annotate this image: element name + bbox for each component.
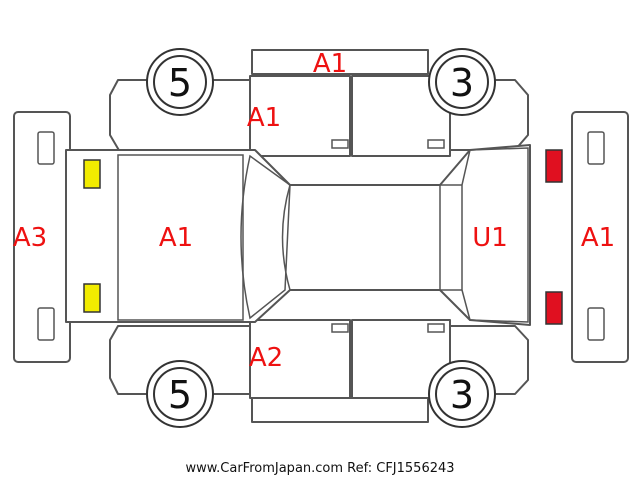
tire-rear-right-rating: 3 xyxy=(450,373,474,417)
damage-code-front-bumper: A3 xyxy=(13,223,47,253)
damage-code-left-rear-door: A2 xyxy=(249,343,283,373)
tire-front-left: 5 xyxy=(146,48,214,116)
taillight-top-icon xyxy=(545,149,563,183)
car-top-view xyxy=(65,144,531,326)
taillight-bottom-icon xyxy=(545,291,563,325)
damage-code-hood: A1 xyxy=(159,223,193,253)
tire-front-left-rating: 5 xyxy=(168,61,192,105)
roof-strip-top xyxy=(251,49,429,75)
damage-code-roof-top: A1 xyxy=(313,49,347,79)
damage-code-rear-bumper: A1 xyxy=(581,223,615,253)
damage-code-rear-window: U1 xyxy=(472,223,508,253)
windshield xyxy=(240,154,291,320)
footer-source: www.CarFromJapan.com Ref: CFJ1556243 xyxy=(185,461,454,476)
tire-front-right-rating: 5 xyxy=(168,373,192,417)
tire-rear-left-rating: 3 xyxy=(450,61,474,105)
tire-front-right: 5 xyxy=(146,360,214,428)
headlight-top-icon xyxy=(83,159,101,189)
roof xyxy=(281,184,441,291)
damage-code-left-front-door: A1 xyxy=(247,103,281,133)
tire-rear-right: 3 xyxy=(428,360,496,428)
headlight-bottom-icon xyxy=(83,283,101,313)
roof-strip-bottom xyxy=(251,397,429,423)
tire-rear-left: 3 xyxy=(428,48,496,116)
rear-bumper xyxy=(571,111,629,363)
